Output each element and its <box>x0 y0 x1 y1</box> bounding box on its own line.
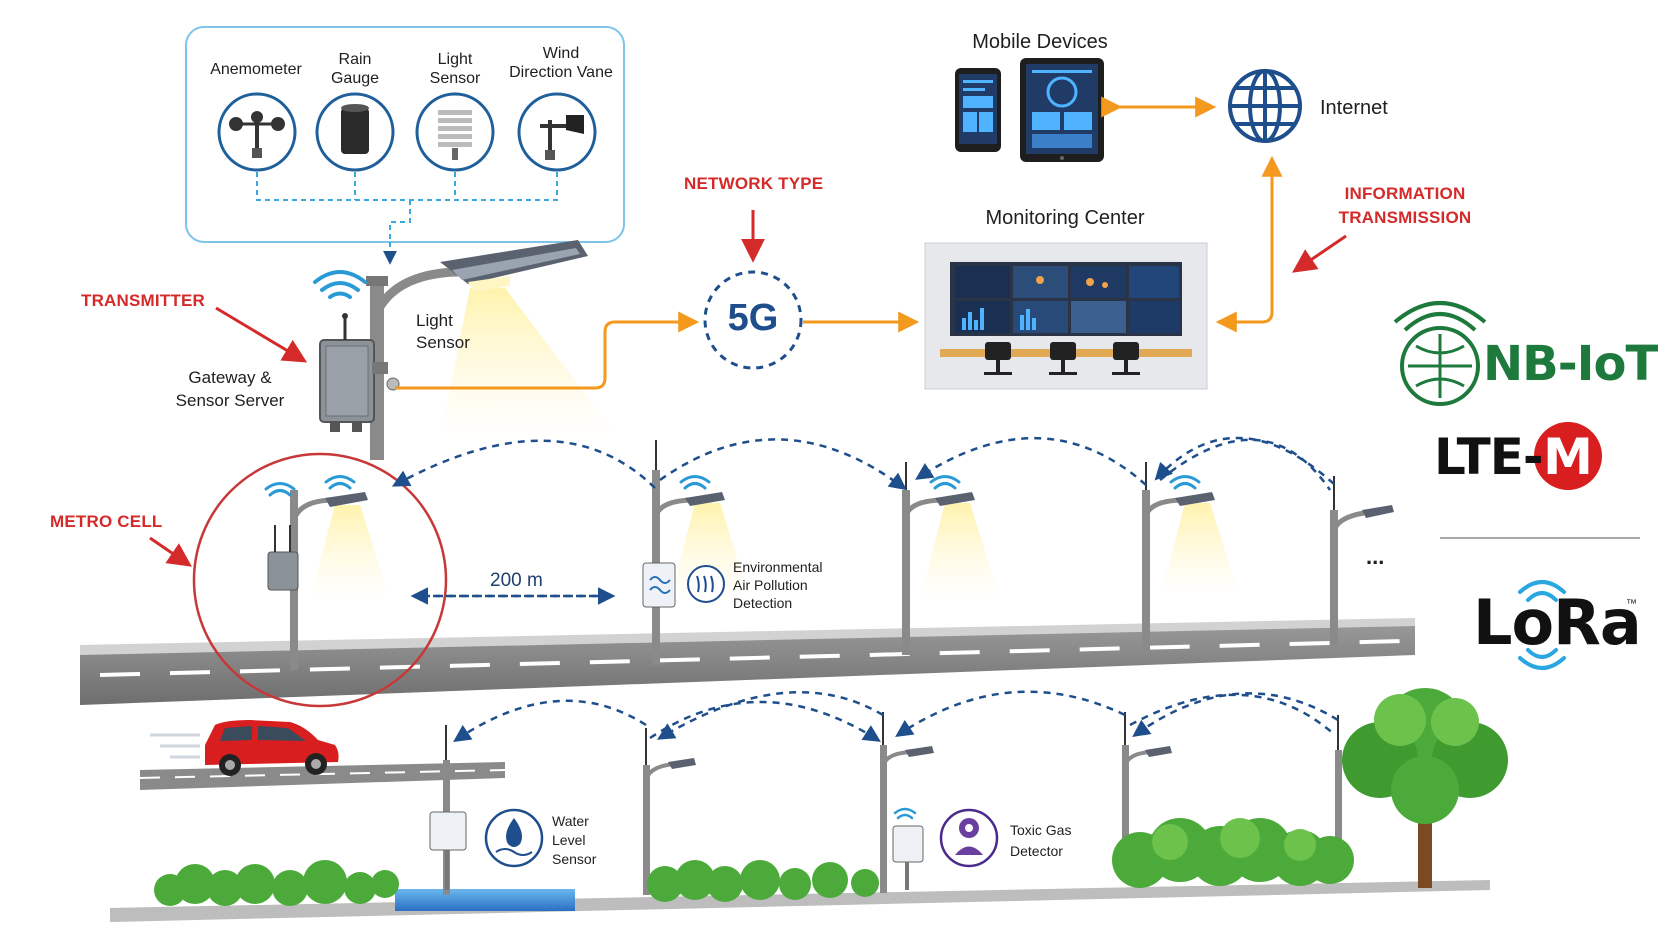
bushes <box>154 818 1354 906</box>
internet-label: Internet <box>1320 97 1388 119</box>
mobile-devices-title: Mobile Devices <box>972 31 1108 53</box>
gateway-light-sensor-label: Light Sensor <box>416 311 470 352</box>
gas-sensor-label: Toxic Gas Detector <box>1010 822 1072 859</box>
gateway-label: Gateway & Sensor Server <box>175 368 285 410</box>
metro-cell-arrow <box>149 536 192 567</box>
upper-mesh-links <box>391 436 1335 491</box>
metro-wifi-icon <box>264 475 356 497</box>
transmitter-arrow <box>215 306 308 363</box>
nbiot-logo-icon <box>1393 301 1487 406</box>
street-pole-3 <box>902 462 1000 655</box>
upper-road <box>80 622 1415 705</box>
lora-signal-icon <box>1518 580 1566 670</box>
tree <box>1342 688 1508 888</box>
ltem-logo-text: LTE- <box>1434 428 1544 486</box>
sensor-label-rain-gauge: Rain Gauge <box>330 51 380 87</box>
metro-cell-boundary <box>192 452 448 708</box>
distance-label: 200 m <box>490 570 543 591</box>
metro-cell-callout: METRO CELL <box>50 512 163 531</box>
fiveg-node <box>703 270 803 370</box>
sensor-label-light-sensor: Light Sensor <box>429 51 481 87</box>
lora-trademark: ™ <box>1626 598 1637 610</box>
air-pollution-icon <box>687 565 725 603</box>
lower-mesh-links <box>453 690 1339 742</box>
env-sensor-label: Environmental Air Pollution Detection <box>733 559 823 611</box>
sidewalk <box>110 880 1490 922</box>
street-pole-4 <box>1142 462 1240 650</box>
light-sensor-icon <box>415 92 495 172</box>
nbiot-logo-text: NB-IoT <box>1483 336 1658 392</box>
wifi-signal-icon <box>313 270 367 299</box>
lower-pole-4 <box>1122 712 1172 880</box>
information-transmission-callout: INFORMATION TRANSMISSION <box>1338 184 1472 227</box>
more-poles-ellipsis: ... <box>1366 544 1385 569</box>
car-illustration <box>150 720 339 776</box>
lower-pole-3 <box>880 712 934 893</box>
fiveg-label: 5G <box>727 297 779 339</box>
sensor-label-wind-vane: Wind Direction Vane <box>509 45 613 81</box>
monitoring-center-title: Monitoring Center <box>985 207 1145 229</box>
monitoring-center-illustration <box>924 242 1208 390</box>
ltem-logo-letter: M <box>1543 428 1593 486</box>
anemometer-icon <box>217 92 297 172</box>
mobile-devices-illustration <box>955 58 1104 162</box>
street-pole-2 <box>642 440 750 665</box>
transmitter-callout: TRANSMITTER <box>81 291 206 310</box>
lora-logo-text: LoRa <box>1473 586 1642 659</box>
gas-detector-icon <box>939 808 999 868</box>
wind-vane-icon <box>517 92 597 172</box>
street-pole-5 <box>1330 476 1394 645</box>
gateway-box <box>319 313 400 432</box>
water-channel <box>395 889 575 911</box>
metro-cell-pole <box>267 490 390 670</box>
info-transmission-arrow <box>1292 234 1347 273</box>
gas-wifi-icon <box>893 807 917 820</box>
sensor-connector-lines <box>256 172 558 242</box>
lower-pole-5 <box>1335 715 1342 878</box>
center-internet-link <box>1218 155 1283 324</box>
lower-pole-1 <box>429 725 467 895</box>
rain-gauge-icon <box>315 92 395 172</box>
water-sensor-label: Water Level Sensor <box>552 813 597 867</box>
upper-road-lane-markings <box>99 639 1406 677</box>
gateway-street-light <box>366 240 620 460</box>
sensor-label-anemometer: Anemometer <box>210 61 302 78</box>
sensor-panel <box>185 26 625 243</box>
lower-pole-2 <box>643 728 696 895</box>
pole3-wifi-icon <box>929 475 961 490</box>
water-drop-icon <box>484 808 544 868</box>
uplink-line <box>395 311 700 390</box>
network-type-callout: NETWORK TYPE <box>684 174 824 193</box>
ltem-logo-icon <box>1534 422 1602 490</box>
globe-icon <box>1228 69 1302 143</box>
pole4-wifi-icon <box>1169 475 1201 490</box>
pole2-wifi-icon <box>679 475 711 490</box>
